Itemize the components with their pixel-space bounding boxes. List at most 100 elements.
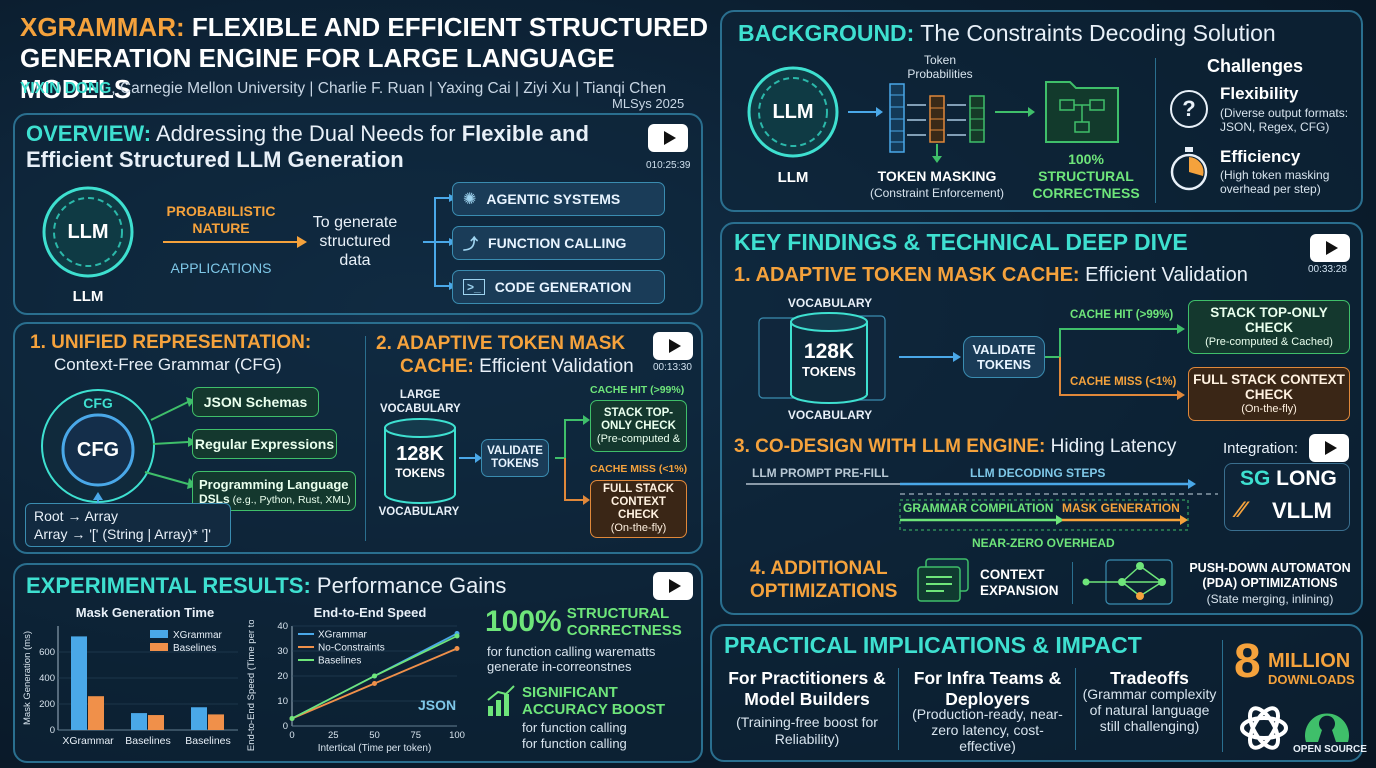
stat1-head: STRUCTURAL CORRECTNESS bbox=[566, 605, 682, 639]
network-icon: ✺ bbox=[463, 191, 477, 208]
grammar-label: GRAMMAR COMPILATION bbox=[903, 501, 1054, 515]
left-hit-box[interactable]: STACK TOP-ONLY CHECK(Pre-computed & bbox=[590, 400, 687, 452]
cache-left-arrows bbox=[459, 415, 590, 505]
miss-path-r bbox=[1059, 357, 1177, 396]
icon-bar-3 bbox=[504, 694, 509, 716]
challenge-efficiency: Efficiency bbox=[1220, 147, 1301, 166]
downloads-num: 8 bbox=[1234, 635, 1261, 688]
cache-left-timestamp: 00:13:30 bbox=[653, 362, 692, 373]
bg-llm-caption: LLM bbox=[777, 169, 809, 186]
hit-box-sub-r: (Pre-computed & Cached) bbox=[1205, 335, 1333, 348]
cylinder-top bbox=[384, 418, 456, 438]
probabilistic-nature: PROBABILISTIC NATURE bbox=[166, 203, 276, 236]
background-title: BACKGROUND: The Constraints Decoding Sol… bbox=[738, 20, 1276, 47]
stat1-body-1: for function calling warematts bbox=[487, 644, 656, 659]
pda-node-4 bbox=[1136, 592, 1144, 600]
app-label: FUNCTION CALLING bbox=[488, 235, 627, 251]
cfg-diagram bbox=[41, 389, 197, 506]
hit-path-r bbox=[1045, 328, 1177, 358]
target-json-schemas[interactable]: JSON Schemas bbox=[192, 387, 319, 417]
background-accent: BACKGROUND: bbox=[738, 20, 915, 46]
right-vocab-top: VOCABULARY bbox=[787, 296, 873, 310]
findings-play-button[interactable] bbox=[1310, 234, 1350, 262]
target-regular-expressions[interactable]: Regular Expressions bbox=[192, 429, 337, 459]
integration-play-button[interactable] bbox=[1309, 434, 1349, 462]
cache-left-rest: Efficient Validation bbox=[473, 356, 634, 377]
open-source-logo-icon bbox=[1305, 713, 1349, 742]
miss-head bbox=[583, 495, 590, 505]
icon-bar-1 bbox=[488, 706, 493, 716]
branch-lines bbox=[423, 197, 449, 287]
bar-legend-swatch bbox=[150, 643, 168, 651]
llm-brain-icon bbox=[42, 186, 134, 278]
cfg-outer-label: CFG bbox=[83, 395, 113, 411]
bar-x-tick-label: Baselines bbox=[185, 735, 231, 747]
question-icon: ? bbox=[1170, 90, 1208, 128]
maskgen-label: MASK GENERATION bbox=[1062, 501, 1180, 515]
overview-title-rest: Addressing the Dual Needs for bbox=[151, 121, 462, 146]
bg-mask-arrows bbox=[907, 104, 966, 136]
background-rest: The Constraints Decoding Solution bbox=[914, 20, 1276, 46]
maskgen-head bbox=[1180, 515, 1188, 525]
left-validate-tokens[interactable]: VALIDATE TOKENS bbox=[481, 439, 549, 477]
cache-left-play-button[interactable] bbox=[653, 332, 693, 360]
play-icon bbox=[668, 579, 681, 593]
token-masking: TOKEN MASKING bbox=[877, 168, 997, 184]
large-vocab-label: LARGE VOCABULARY bbox=[380, 389, 461, 415]
overview-timestamp: 010:25:39 bbox=[646, 160, 691, 171]
bar-y-tick-label: 0 bbox=[50, 725, 55, 736]
pipeline-diagram bbox=[746, 479, 1218, 531]
right-miss-box[interactable]: FULL STACK CONTEXT CHECK(On-the-fly) bbox=[1188, 367, 1350, 421]
bar-x-tick-label: XGrammar bbox=[62, 735, 114, 747]
title-rest: FLEXIBLE AND EFFICIENT STRUCTURED bbox=[184, 12, 709, 42]
unified-title: 1. UNIFIED REPRESENTATION: bbox=[30, 332, 312, 353]
experimental-title: EXPERIMENTAL RESULTS: Performance Gains bbox=[26, 573, 506, 599]
bg-llm-label: LLM bbox=[772, 101, 814, 123]
challenge-flexibility: Flexibility bbox=[1220, 84, 1299, 103]
cylinder-mask bbox=[386, 478, 454, 493]
grammar-rule-1: Root → Array bbox=[34, 508, 119, 524]
left-vocab-bottom: VOCABULARY bbox=[378, 506, 460, 518]
cyl-mask bbox=[792, 378, 866, 393]
line-y-axis-label: End-to-End Speed (Time per token) bbox=[246, 620, 257, 751]
hit-box-label-r: STACK TOP-ONLY CHECK bbox=[1210, 304, 1328, 335]
pda-sub: (State merging, inlining) bbox=[1206, 592, 1334, 606]
mask-column bbox=[929, 95, 945, 143]
cfg-branches bbox=[144, 401, 189, 485]
decoding-label: LLM DECODING STEPS bbox=[970, 466, 1106, 480]
cache-left-title: 2. ADAPTIVE TOKEN MASK CACHE: Efficient … bbox=[376, 332, 656, 378]
integration-logos-box bbox=[1224, 463, 1350, 531]
prob-column bbox=[889, 83, 905, 153]
experimental-accent: EXPERIMENTAL RESULTS: bbox=[26, 573, 311, 598]
mask-chart-title: Mask Generation Time bbox=[75, 605, 215, 620]
app-code-generation[interactable]: >_CODE GENERATION bbox=[452, 270, 665, 304]
app-agentic-systems[interactable]: ✺AGENTIC SYSTEMS bbox=[452, 182, 665, 216]
experimental-play-button[interactable] bbox=[653, 572, 693, 600]
right-vocab-bottom: VOCABULARY bbox=[787, 408, 873, 422]
target-label: JSON Schemas bbox=[203, 394, 308, 410]
cache-left-accent: 2. ADAPTIVE TOKEN MASK bbox=[376, 333, 626, 354]
overview-llm-label: LLM bbox=[67, 221, 109, 243]
integration-label: Integration: bbox=[1223, 440, 1299, 457]
s4-title: 4. ADDITIONAL OPTIMIZATIONS bbox=[750, 558, 898, 602]
left-hit-label: CACHE HIT (>99%) bbox=[590, 384, 685, 396]
prefill-label: LLM PROMPT PRE-FILL bbox=[752, 466, 889, 480]
left-miss-box[interactable]: FULL STACK CONTEXT CHECK(On-the-fly) bbox=[590, 480, 687, 538]
right-tokens-num: 128K bbox=[803, 340, 855, 363]
series-point bbox=[454, 633, 460, 639]
play-icon bbox=[1324, 441, 1337, 455]
series-point bbox=[289, 716, 295, 721]
bg-llm-brain-inner bbox=[758, 77, 828, 147]
experimental-rest: Performance Gains bbox=[310, 573, 507, 598]
overview-play-button[interactable] bbox=[648, 124, 688, 152]
line-legend-label: XGrammar bbox=[318, 630, 368, 641]
authors: YIXIN DONG, Carnegie Mellon University |… bbox=[20, 80, 666, 98]
right-hit-box[interactable]: STACK TOP-ONLY CHECK(Pre-computed & Cach… bbox=[1188, 300, 1350, 354]
hit-head-r bbox=[1177, 324, 1185, 334]
app-function-calling[interactable]: ⤴FUNCTION CALLING bbox=[452, 226, 665, 260]
overview-title-accent: OVERVIEW: bbox=[26, 121, 152, 146]
stat1-body-2: generate in-correonstnes bbox=[487, 659, 632, 674]
right-validate-tokens[interactable]: VALIDATE TOKENS bbox=[963, 336, 1045, 378]
miss-box-sub: (On-the-fly) bbox=[610, 522, 667, 534]
validate-label: VALIDATE TOKENS bbox=[487, 445, 543, 470]
